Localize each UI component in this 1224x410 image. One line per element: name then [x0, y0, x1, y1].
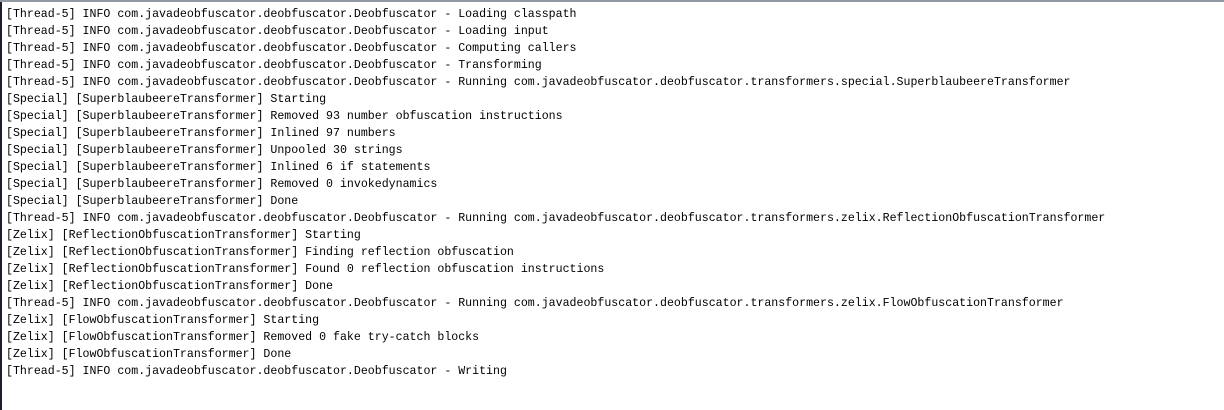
log-line: [Special] [SuperblaubeereTransformer] St…	[6, 93, 327, 106]
log-line: [Zelix] [FlowObfuscationTransformer] Rem…	[6, 331, 480, 344]
log-line: [Zelix] [ReflectionObfuscationTransforme…	[6, 229, 361, 242]
log-line: [Thread-5] INFO com.javadeobfuscator.deo…	[6, 76, 1071, 89]
log-line: [Thread-5] INFO com.javadeobfuscator.deo…	[6, 212, 1106, 225]
log-line: [Zelix] [FlowObfuscationTransformer] Sta…	[6, 314, 320, 327]
log-line: [Special] [SuperblaubeereTransformer] Un…	[6, 144, 403, 157]
log-line: [Special] [SuperblaubeereTransformer] In…	[6, 127, 396, 140]
window-left-border	[0, 2, 2, 410]
log-line: [Thread-5] INFO com.javadeobfuscator.deo…	[6, 42, 577, 55]
log-line: [Special] [SuperblaubeereTransformer] Re…	[6, 178, 438, 191]
log-line: [Zelix] [FlowObfuscationTransformer] Don…	[6, 348, 292, 361]
window-top-border	[0, 0, 1224, 2]
log-line: [Zelix] [ReflectionObfuscationTransforme…	[6, 263, 605, 276]
log-line: [Thread-5] INFO com.javadeobfuscator.deo…	[6, 365, 507, 378]
log-line: [Thread-5] INFO com.javadeobfuscator.deo…	[6, 59, 542, 72]
log-line: [Zelix] [ReflectionObfuscationTransforme…	[6, 280, 333, 293]
log-line: [Thread-5] INFO com.javadeobfuscator.deo…	[6, 25, 549, 38]
log-line: [Thread-5] INFO com.javadeobfuscator.deo…	[6, 8, 577, 21]
log-line: [Special] [SuperblaubeereTransformer] In…	[6, 161, 431, 174]
log-line: [Thread-5] INFO com.javadeobfuscator.deo…	[6, 297, 1064, 310]
log-line: [Zelix] [ReflectionObfuscationTransforme…	[6, 246, 514, 259]
log-line: [Special] [SuperblaubeereTransformer] Re…	[6, 110, 563, 123]
log-line: [Special] [SuperblaubeereTransformer] Do…	[6, 195, 299, 208]
